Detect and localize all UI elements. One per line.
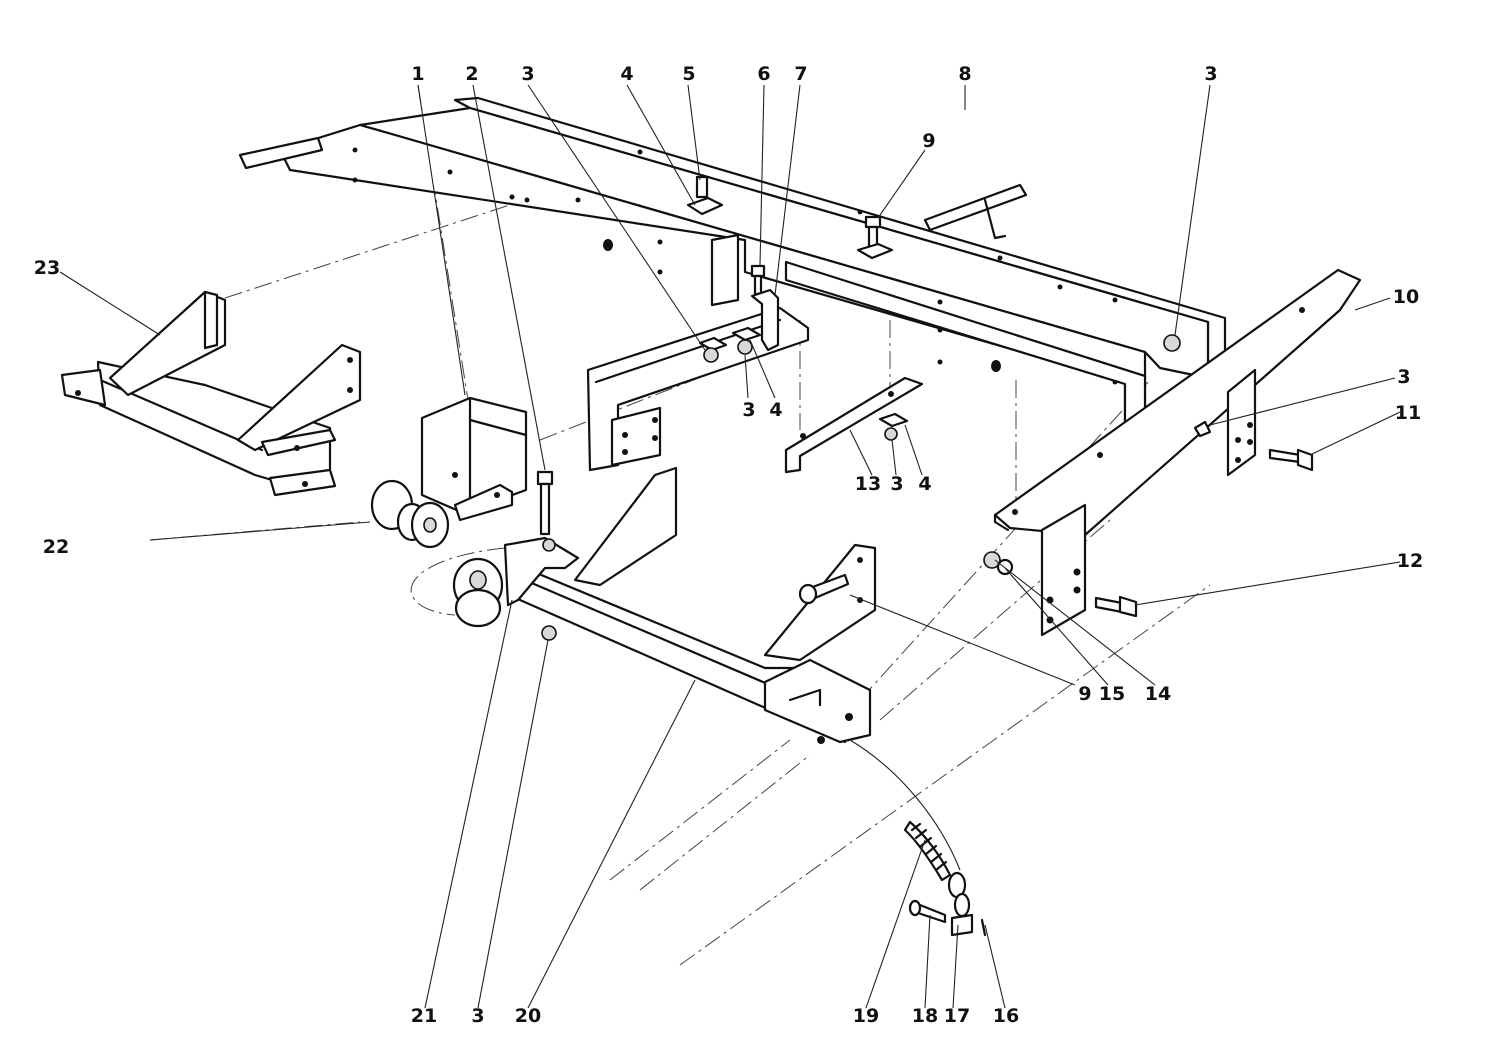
callout-17: 17 <box>944 1005 970 1027</box>
callout-3: 3 <box>1397 366 1410 388</box>
callout-7: 7 <box>794 63 807 85</box>
callout-9: 9 <box>922 130 935 152</box>
callout-19: 19 <box>853 1005 879 1027</box>
callout-20: 20 <box>515 1005 541 1027</box>
callout-9: 9 <box>1078 683 1091 705</box>
upper-frame-rail <box>238 96 1227 437</box>
callout-10: 10 <box>1393 286 1419 308</box>
callout-16: 16 <box>993 1005 1019 1027</box>
callout-8: 8 <box>958 63 971 85</box>
left-frame-23 <box>60 290 362 497</box>
callout-22: 22 <box>43 536 69 558</box>
callout-2: 2 <box>465 63 478 85</box>
callout-23: 23 <box>34 257 60 279</box>
bolt-2 <box>536 470 557 641</box>
callout-4: 4 <box>918 473 931 495</box>
callout-3: 3 <box>1204 63 1217 85</box>
callout-3: 3 <box>890 473 903 495</box>
leader-lines <box>59 84 1401 1009</box>
rollers-22 <box>370 479 504 628</box>
right-arm-10 <box>993 268 1362 637</box>
callout-3: 3 <box>742 399 755 421</box>
callout-13: 13 <box>855 473 881 495</box>
callout-6: 6 <box>757 63 770 85</box>
u-bracket-1 <box>420 396 528 522</box>
callout-4: 4 <box>769 399 782 421</box>
callout-15: 15 <box>1099 683 1125 705</box>
callout-labels: 1 2 3 4 5 6 7 8 3 9 23 10 3 11 3 4 13 3 … <box>34 63 1423 1027</box>
spring-chain-assembly <box>849 739 987 937</box>
callout-5: 5 <box>682 63 695 85</box>
callout-4: 4 <box>620 63 633 85</box>
callout-1: 1 <box>411 63 424 85</box>
callout-3: 3 <box>521 63 534 85</box>
callout-3: 3 <box>471 1005 484 1027</box>
callout-18: 18 <box>912 1005 938 1027</box>
callout-21: 21 <box>411 1005 437 1027</box>
upper-hardware <box>686 175 1181 441</box>
callout-12: 12 <box>1397 550 1423 572</box>
front-axle-frame-20 <box>503 466 877 744</box>
callout-14: 14 <box>1145 683 1171 705</box>
callout-11: 11 <box>1395 402 1421 424</box>
angle-bracket-13 <box>784 376 924 474</box>
